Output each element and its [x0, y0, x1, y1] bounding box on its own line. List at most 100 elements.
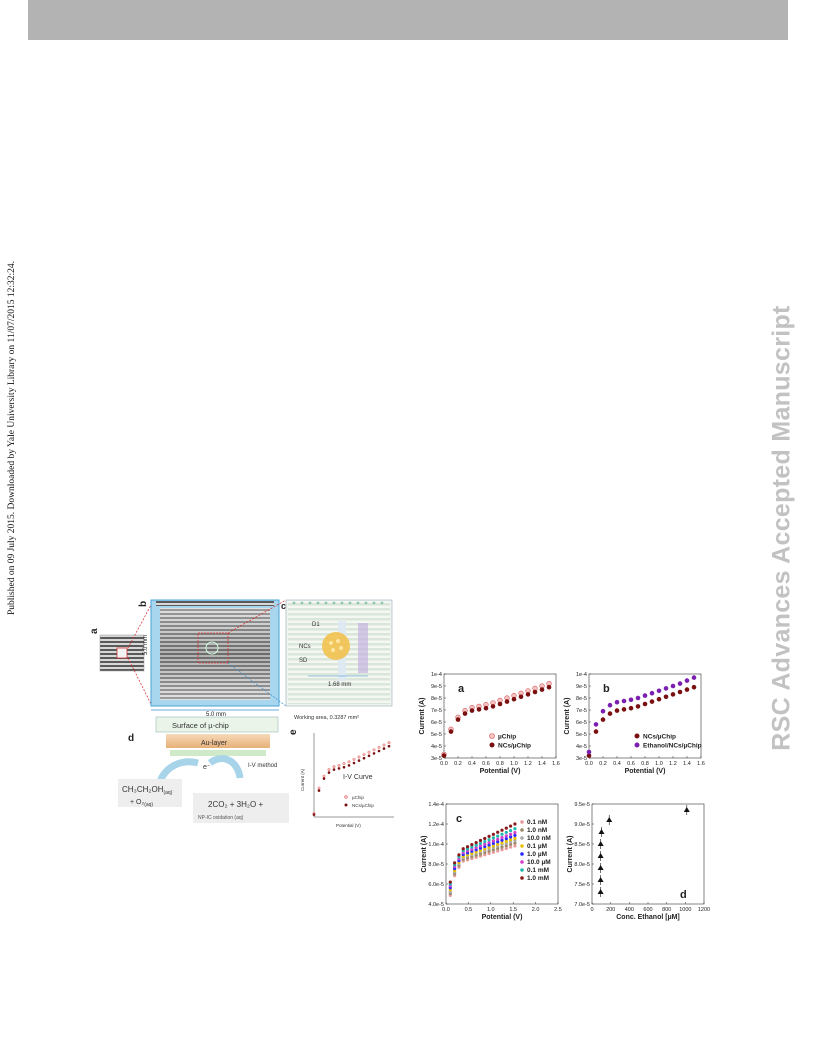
inset-title: I-V Curve [343, 774, 373, 781]
plot-frame [445, 803, 559, 905]
data-point [504, 846, 508, 851]
data-point [496, 840, 500, 844]
inset-data-point [352, 761, 356, 765]
data-point [504, 844, 508, 848]
data-point [461, 847, 465, 851]
chip-surface-layer [155, 716, 279, 733]
y-tick-label: 7.0e-5 [574, 902, 590, 908]
inset-data-point [312, 813, 316, 816]
publication-sidenote: Published on 09 July 2015. Downloaded by… [7, 260, 17, 616]
inset-ylabel: Current (A) [300, 768, 305, 791]
data-point [606, 817, 613, 822]
legend-marker [489, 742, 495, 748]
x-tick-label: 200 [606, 907, 615, 913]
data-point [593, 722, 599, 727]
data-point [656, 696, 662, 702]
data-point [586, 749, 592, 755]
inset-data-point [362, 753, 366, 757]
data-point [453, 861, 457, 865]
x-tick-label: 1.6 [552, 761, 560, 767]
scheme-letter-e: e [288, 729, 299, 735]
data-point [614, 699, 620, 705]
data-point [487, 845, 491, 849]
data-point [500, 835, 504, 840]
data-point [500, 828, 504, 832]
data-point [470, 845, 474, 849]
data-point [478, 838, 483, 843]
y-tick-label: 6.0e-5 [428, 882, 444, 888]
inset-data-point [347, 760, 351, 764]
data-point [656, 688, 662, 694]
data-point [532, 689, 538, 695]
data-point [474, 843, 478, 847]
x-tick-label: 0.2 [454, 761, 462, 767]
x-tick-label: 0 [590, 907, 593, 913]
chip-height-label: 5.0 mm [143, 635, 149, 655]
au-layer [166, 734, 270, 748]
y-tick-label: 1.0e-4 [428, 842, 444, 848]
data-point [513, 830, 517, 835]
data-point [509, 845, 513, 849]
data-point [607, 711, 613, 716]
data-point [525, 692, 531, 697]
data-point [509, 832, 513, 836]
x-axis-label: Potential (V) [482, 914, 523, 921]
x-tick-label: 1.4 [538, 761, 546, 767]
data-point [597, 841, 604, 846]
data-point [518, 694, 524, 700]
x-tick-label: 1.0 [510, 761, 518, 767]
data-point [487, 849, 491, 853]
data-point [509, 835, 513, 839]
data-point [491, 850, 495, 854]
chip-surface-label: Surface of µ-chip [172, 721, 229, 730]
data-point [504, 834, 508, 838]
inset-data-point [322, 777, 326, 780]
data-point [491, 848, 495, 852]
scheme-letter-c: c [281, 601, 286, 611]
d1-label: D1 [312, 622, 320, 628]
data-point [497, 701, 503, 707]
inset-data-point [317, 789, 321, 792]
y-tick-label: 7.5e-5 [574, 882, 590, 888]
data-point [621, 698, 627, 704]
data-point [490, 704, 496, 709]
chip-scheme-figure: a b 5.0 mm 5.0 mm c D1 NCs SD 1.68 mm Wo… [89, 599, 394, 828]
iv-method-label: I-V method [248, 763, 277, 769]
data-point [598, 829, 605, 834]
inset-iv-chart: Current (A) Potential (V) I-V Curve µChi… [300, 733, 394, 828]
x-tick-label: 1.0 [487, 907, 495, 913]
y-axis-label: Current (A) [567, 836, 574, 873]
data-point [513, 822, 517, 826]
inset-data-point [382, 743, 386, 747]
chart-panel-letter: b [603, 683, 610, 695]
data-point [642, 693, 648, 698]
inset-data-point [377, 749, 381, 753]
y-tick-label: 4e-5 [576, 744, 587, 750]
data-point [683, 807, 690, 812]
data-point [663, 686, 669, 691]
x-tick-label: 0.6 [627, 761, 635, 767]
scheme-letter-d: d [128, 733, 134, 744]
products-label: 2CO₂ + 3H₂O + [208, 800, 263, 809]
data-point [597, 865, 604, 870]
inset-data-point [332, 765, 336, 769]
data-point [600, 717, 606, 722]
data-point [478, 846, 483, 850]
data-point [483, 842, 487, 846]
inset-legend-2: NCs/µChip [352, 803, 374, 808]
inset-data-point [352, 757, 356, 761]
data-point [546, 684, 552, 690]
y-tick-label: 6e-5 [431, 720, 442, 726]
x-tick-label: 800 [662, 907, 671, 913]
y-axis-label: Current (A) [419, 698, 426, 735]
data-point [509, 828, 513, 833]
x-tick-label: 1.6 [697, 761, 705, 767]
inset-data-point [337, 767, 341, 770]
legend-label: 0.1 nM [527, 819, 547, 826]
y-tick-label: 9.0e-5 [574, 822, 590, 828]
inset-data-point [337, 763, 341, 767]
data-point [496, 846, 500, 851]
working-area-label: Working area, 0.3287 mm² [294, 715, 359, 721]
nanocluster-spot [322, 632, 350, 660]
data-point [496, 842, 500, 846]
